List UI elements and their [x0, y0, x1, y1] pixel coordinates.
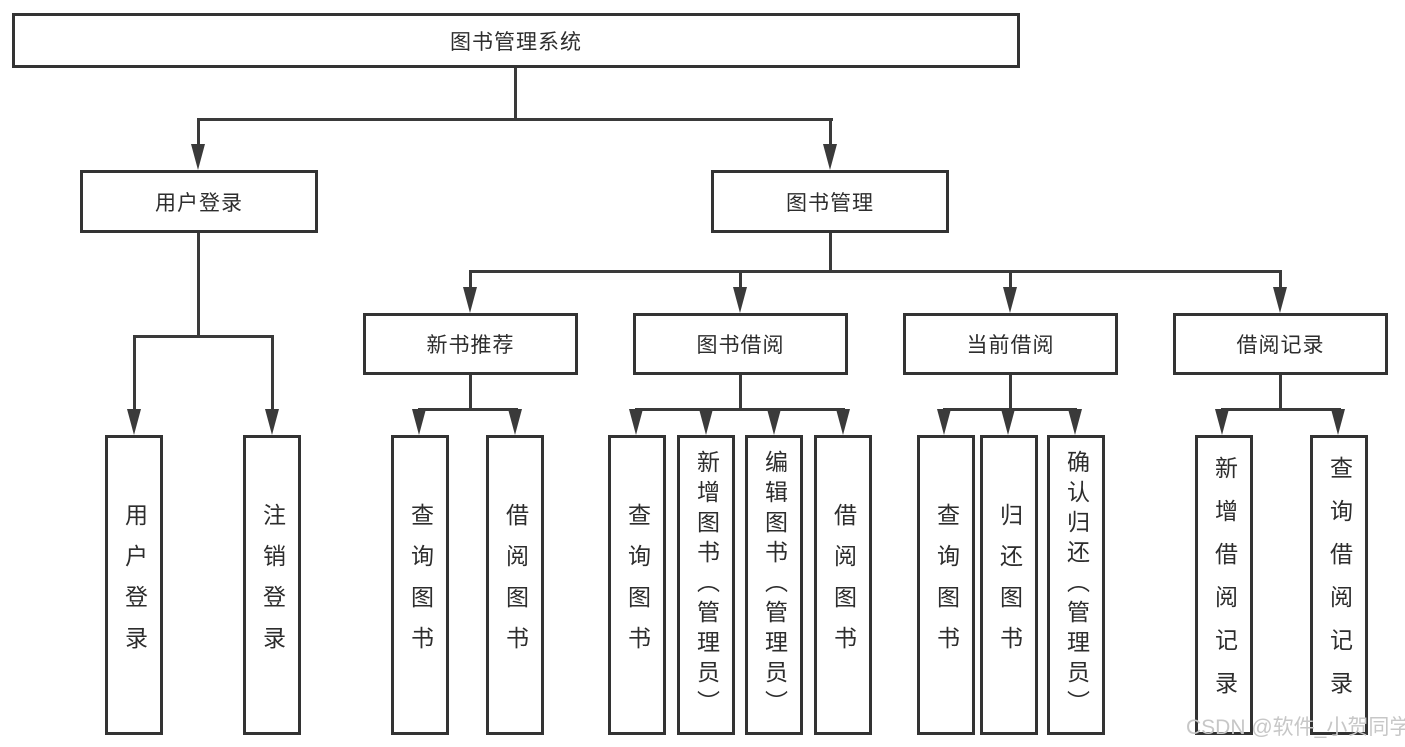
category-node-borrow-record: 借阅记录	[1173, 313, 1388, 375]
connector-user-login-horizontal	[133, 335, 274, 338]
connector-record-horizontal	[1221, 408, 1341, 411]
leaf-node-add-books-admin: 新增图书（管理员）	[677, 435, 735, 735]
arrow-down-current-query	[937, 409, 951, 435]
category-node-label: 借阅记录	[1236, 334, 1325, 357]
category-node-current-borrow: 当前借阅	[903, 313, 1118, 375]
arrow-down-book-mgmt	[823, 144, 837, 170]
connector-level2-horizontal	[197, 118, 833, 121]
arrow-down-borrow-query	[629, 409, 643, 435]
connector-borrow-horizontal	[635, 408, 845, 411]
branch-node-user-login: 用户登录	[80, 170, 318, 233]
arrow-down-newbook	[463, 287, 477, 313]
leaf-node-label: 借阅图书	[502, 503, 529, 667]
arrow-down-borrow-add	[699, 409, 713, 435]
leaf-node-label: 编辑图书（管理员）	[761, 450, 788, 720]
leaf-node-label: 借阅图书	[830, 503, 857, 667]
leaf-node-borrow-query-books: 查询图书	[608, 435, 666, 735]
connector-newbook-horizontal	[418, 408, 518, 411]
arrow-down-user-login	[191, 144, 205, 170]
arrow-down-logout-leaf	[265, 409, 279, 435]
leaf-node-logout: 注销登录	[243, 435, 301, 735]
arrow-down-record	[1273, 287, 1287, 313]
arrow-down-borrow-borrow	[836, 409, 850, 435]
leaf-node-label: 新增图书（管理员）	[693, 450, 720, 720]
leaf-node-label: 归还图书	[996, 503, 1023, 667]
leaf-node-borrow-books: 借阅图书	[814, 435, 872, 735]
category-node-label: 当前借阅	[966, 334, 1055, 357]
connector-book-mgmt-stem	[829, 233, 832, 273]
category-node-new-book-recommend: 新书推荐	[363, 313, 578, 375]
connector-login-leaf-drop	[133, 335, 136, 411]
arrow-down-borrow	[733, 287, 747, 313]
arrow-down-current	[1003, 287, 1017, 313]
arrow-down-record-query	[1331, 409, 1345, 435]
connector-newbook-stem	[469, 375, 472, 411]
leaf-node-label: 用户登录	[121, 503, 148, 667]
arrow-down-borrow-edit	[767, 409, 781, 435]
leaf-node-label: 查询图书	[407, 503, 434, 667]
category-node-book-borrow: 图书借阅	[633, 313, 848, 375]
arrow-down-newbook-query	[412, 409, 426, 435]
connector-borrow-stem	[739, 375, 742, 411]
connector-user-login-drop	[197, 118, 200, 148]
leaf-node-edit-books-admin: 编辑图书（管理员）	[745, 435, 803, 735]
leaf-node-label: 查询借阅记录	[1326, 456, 1353, 714]
connector-borrow-drop	[739, 270, 742, 288]
connector-record-drop	[1279, 270, 1282, 288]
connector-level3-horizontal	[469, 270, 1282, 273]
connector-logout-leaf-drop	[271, 335, 274, 411]
arrow-down-current-return	[1001, 409, 1015, 435]
leaf-node-return-books: 归还图书	[980, 435, 1038, 735]
leaf-node-label: 查询图书	[933, 503, 960, 667]
root-node-library-system: 图书管理系统	[12, 13, 1020, 68]
leaf-node-newbook-query-books: 查询图书	[391, 435, 449, 735]
branch-node-book-management: 图书管理	[711, 170, 949, 233]
leaf-node-label: 查询图书	[624, 503, 651, 667]
category-node-label: 新书推荐	[426, 334, 515, 357]
leaf-node-user-login: 用户登录	[105, 435, 163, 735]
connector-current-drop	[1009, 270, 1012, 288]
arrow-down-newbook-borrow	[508, 409, 522, 435]
leaf-node-label: 确认归还（管理员）	[1063, 450, 1090, 720]
connector-record-stem	[1279, 375, 1282, 411]
connector-user-login-stem	[197, 233, 200, 338]
connector-current-stem	[1009, 375, 1012, 411]
arrow-down-current-confirm	[1068, 409, 1082, 435]
csdn-watermark: CSDN @软件_小贺同学	[1186, 716, 1405, 739]
arrow-down-login-leaf	[127, 409, 141, 435]
connector-book-mgmt-drop	[829, 118, 832, 148]
branch-node-label: 用户登录	[155, 191, 243, 215]
category-node-label: 图书借阅	[696, 334, 785, 357]
arrow-down-record-add	[1215, 409, 1229, 435]
connector-newbook-drop	[469, 270, 472, 288]
leaf-node-add-borrow-record: 新增借阅记录	[1195, 435, 1253, 735]
leaf-node-query-borrow-record: 查询借阅记录	[1310, 435, 1368, 735]
leaf-node-confirm-return-admin: 确认归还（管理员）	[1047, 435, 1105, 735]
leaf-node-current-query-books: 查询图书	[917, 435, 975, 735]
leaf-node-label: 新增借阅记录	[1211, 456, 1238, 714]
root-node-label: 图书管理系统	[450, 30, 582, 54]
leaf-node-label: 注销登录	[259, 503, 286, 667]
leaf-node-newbook-borrow-books: 借阅图书	[486, 435, 544, 735]
branch-node-label: 图书管理	[786, 191, 874, 215]
connector-root-stem	[514, 68, 517, 120]
